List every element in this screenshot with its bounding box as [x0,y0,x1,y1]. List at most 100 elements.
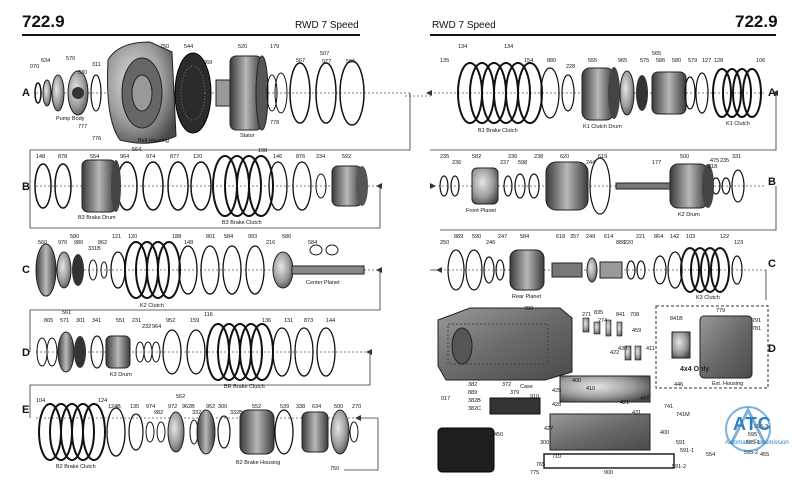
part-number: 618 [556,234,566,240]
part-number: 234 [316,154,326,160]
part-number: 146 [273,154,283,160]
part-number: 554 [90,154,100,160]
part-number: 544 [184,44,194,50]
part-number: 776 [92,136,102,142]
part-number: 750 [330,466,340,472]
part-number: 446 [674,382,684,388]
part-number: 247 [498,234,508,240]
part-number: 120 [193,154,203,160]
k3-clutch-rings [680,247,730,293]
caption-k1-clutch: K1 Clutch [726,121,750,127]
part-number: 271 [582,312,592,318]
caption-b2-brake-clutch: B2 Brake Clutch [56,464,96,470]
part-number: 952 [166,318,176,324]
part-number: 430 [618,346,628,352]
caption-bell-housing: Bell Housing [138,138,169,144]
part-number: 244 [586,160,596,166]
part-number: 123 [734,240,744,246]
part-number: 565 [652,51,662,57]
part-number: 592 [342,154,352,160]
part-number: 177 [652,160,662,166]
part-number: 964 [120,154,130,160]
k2-clutch-rings [124,241,265,299]
part-number: 070 [30,64,40,70]
left-title: RWD 7 Speed [295,20,359,31]
part-number: 216 [266,240,276,246]
part-number: 708 [630,312,640,318]
part-number: 475 [710,158,720,164]
row-c-right-drums [509,249,623,291]
caption-rear-planet: Rear Planet [512,294,542,300]
right-title: RWD 7 Speed [432,20,496,31]
center-planet-shaft [272,244,365,289]
row-b-left-hub [331,165,368,207]
caption-k1-clutch-drum: K1 Clutch Drum [583,124,622,130]
part-number: 580 [672,58,682,64]
part-number: 841B [670,316,683,322]
part-number: 235 [440,154,450,160]
part-number: 561 [62,310,72,316]
part-number: 236 [508,154,518,160]
part-number: 873 [304,318,314,324]
part-number: 972 [168,404,178,410]
row-letter-b: B [22,181,30,193]
part-number: 555 [588,58,598,64]
part-number: 341 [92,318,102,324]
row-letter-b-right: B [768,176,776,188]
row-b-right-drums [471,161,714,211]
part-number: 974 [146,154,156,160]
part-number: 595 [748,432,758,438]
part-number: 880 [547,58,557,64]
part-number: 634 [312,404,322,410]
part-number: 136 [262,318,272,324]
part-number: 108 [258,148,268,154]
part-number: 134 [458,44,468,50]
part-number: 274 [598,318,608,324]
caption-br-brake-clutch: BR Brake Clutch [224,384,265,390]
part-number: 148 [36,154,46,160]
part-number: 982 [154,410,164,416]
part-number: 669 [203,60,213,66]
part-number: 584 [520,234,530,240]
part-number: 232 [142,324,152,330]
part-number: 231 [132,318,142,324]
part-number: 530 [78,70,88,76]
part-number: 582 [472,154,482,160]
part-number: 218 [708,164,718,170]
part-number: 595-3 [754,424,769,430]
part-number: 128 [714,58,724,64]
row-b-right-rings [439,157,745,215]
part-number: 900 [604,470,614,476]
part-number: 116 [204,312,213,318]
row-b-left-drum [81,159,121,213]
part-number: 710 [552,454,562,460]
part-number: 741 [664,404,674,410]
part-number: 459 [632,328,642,334]
part-number: 142 [670,234,680,240]
part-number: 586 [282,234,292,240]
logo-subtitle: Automatic Transmission [725,440,789,446]
part-number: 500 [334,404,344,410]
part-number: 970 [58,240,68,246]
part-number: 560 [38,240,48,246]
right-header-rule [430,34,776,36]
part-number: 301 [76,318,86,324]
part-number: 614 [604,234,614,240]
part-number: 246 [486,240,496,246]
connector-frames [29,93,777,471]
part-number: 552 [252,404,262,410]
part-number: 331 [732,154,742,160]
row-c-left-parts [35,243,126,297]
part-number: 571 [60,318,70,324]
part-number: 228 [566,64,576,70]
row-a-right-drums [581,67,709,121]
part-number: 300 [540,440,550,446]
part-number: 144 [326,318,336,324]
part-number: 411 [646,346,655,352]
part-number: 425 [552,388,562,394]
part-number: 124 [98,398,108,404]
caption-b3-brake-clutch: B3 Brake Clutch [222,220,262,226]
part-number: 841 [616,312,626,318]
part-number: 332B [230,410,243,416]
part-number: 221 [636,234,646,240]
